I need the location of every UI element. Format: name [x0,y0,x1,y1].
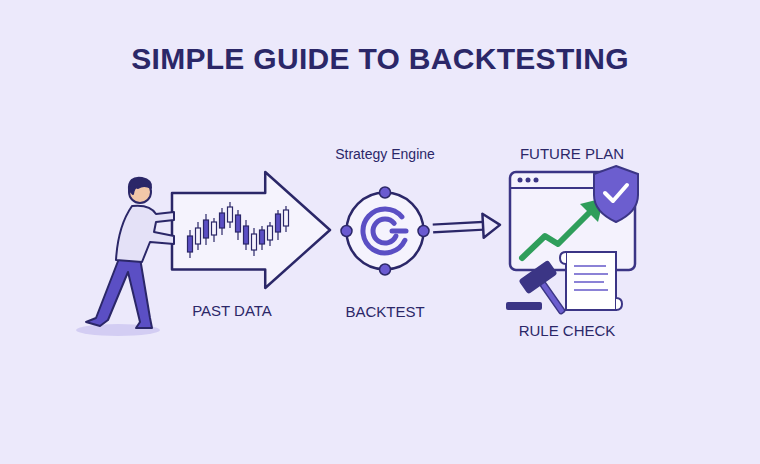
arrow-head [482,214,500,238]
node-label: PAST DATA [172,302,292,320]
connector-dot [380,264,391,275]
connector-dot [380,187,391,198]
flow-arrow [431,214,500,238]
candlestick-chart [188,202,289,258]
node-label: Strategy Engine [315,145,455,163]
monitor-screen: FUTURE PLAN [510,172,635,270]
connector-dot [418,226,429,237]
circle-shape [347,193,424,270]
circle-outline [345,191,425,271]
engine-logo [363,209,406,253]
connector-dot [341,226,352,237]
arrow-shaft-inner [431,226,485,229]
screen-shape [510,172,635,270]
data-arrow: PAST DATA [172,172,330,288]
node-label: FUTURE PLAN [497,145,647,163]
arrow-outline [172,172,330,288]
gavel-icon [506,260,578,323]
scroll-icon [560,252,622,310]
shield-icon [594,166,638,222]
node-label: BACKTEST [315,303,455,321]
monitor-details [511,178,634,259]
arrow-shape [172,172,330,288]
person-figure [86,178,174,328]
diagram-title: SIMPLE GUIDE TO BACKTESTING [0,42,760,76]
caption-label: RULE CHECK [497,322,637,340]
monitor-outline [510,172,635,270]
shadow [76,324,160,336]
engine-circle: Strategy EngineBACKTEST [345,191,425,271]
